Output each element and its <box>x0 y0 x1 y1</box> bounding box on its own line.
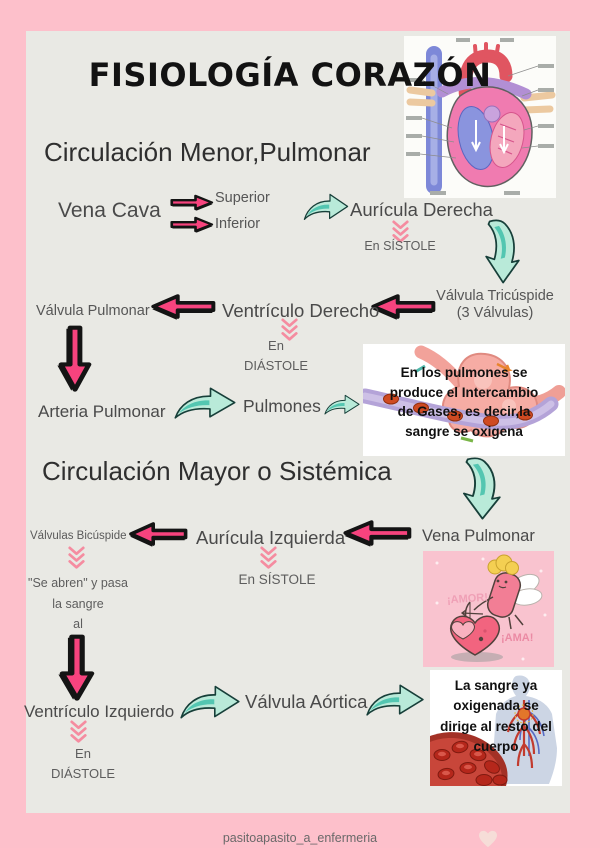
footer-heart-icon <box>479 830 497 848</box>
teal-arrow-right-icon <box>180 685 240 719</box>
pink-arrow-right-icon <box>170 216 214 235</box>
pink-chevrons-down-icon <box>70 720 87 743</box>
cupid-heart-cartoon-image <box>423 551 554 667</box>
section-heading-major: Circulación Mayor o Sistémica <box>42 456 392 486</box>
label-se-abren: "Se abren" y pasa la sangre al <box>28 576 128 632</box>
teal-arrow-right-icon <box>324 394 360 415</box>
pink-arrow-left-icon <box>370 294 436 322</box>
pink-chevrons-down-icon <box>260 546 277 569</box>
teal-arrow-down-icon <box>485 219 520 284</box>
label-en-sistole: En SÍSTOLE <box>364 239 436 253</box>
node-valvula-pulmonar: Válvula Pulmonar <box>36 303 150 319</box>
node-auricula-derecha: Aurícula Derecha <box>350 199 493 220</box>
node-pulmones: Pulmones <box>243 396 321 416</box>
page-title: FISIOLOGÍA CORAZÓN <box>88 56 492 94</box>
node-valvula-tricuspide: Válvula Tricúspide (3 Válvulas) <box>436 288 554 321</box>
footer-handle: pasitoapasito_a_enfermeria <box>222 831 378 845</box>
pink-arrow-right-icon <box>170 194 214 213</box>
label-en-diastole-2: En DIÁSTOLE <box>50 746 116 782</box>
node-valvulas-bicuspide: Válvulas Bicúspide <box>30 530 127 542</box>
node-arteria-pulmonar: Arteria Pulmonar <box>38 402 166 421</box>
pink-arrow-left-icon <box>128 522 188 549</box>
cartoon-word-ama: ¡AMA! <box>501 632 534 644</box>
node-vena-cava: Vena Cava <box>58 199 161 222</box>
node-valvula-aortica: Válvula Aórtica <box>245 691 368 712</box>
label-en-sistole-2: En SÍSTOLE <box>238 572 316 587</box>
teal-arrow-down-icon <box>462 457 501 520</box>
blood-cells-body-image <box>430 670 562 786</box>
lungs-caption: En los pulmones se produce el Intercambi… <box>389 365 539 439</box>
section-heading-minor: Circulación Menor,Pulmonar <box>44 137 371 167</box>
node-inferior: Inferior <box>215 216 261 232</box>
pink-arrow-down-icon <box>57 325 93 393</box>
node-vena-pulmonar: Vena Pulmonar <box>422 527 535 545</box>
pink-arrow-left-icon <box>150 294 216 322</box>
teal-arrow-right-icon <box>366 684 424 716</box>
pink-chevrons-down-icon <box>68 546 85 569</box>
lungs-gas-exchange-image <box>363 344 565 456</box>
pink-arrow-down-icon <box>58 634 96 702</box>
label-en-diastole: En DIÁSTOLE <box>243 338 309 374</box>
pink-arrow-left-icon <box>342 519 412 547</box>
teal-arrow-right-icon <box>174 387 236 419</box>
teal-arrow-right-icon <box>303 193 349 220</box>
node-ventriculo-izquierdo: Ventrículo Izquierdo <box>24 702 175 721</box>
node-auricula-izquierda: Aurícula Izquierda <box>196 527 346 548</box>
node-ventriculo-derecho: Ventrículo Derecho <box>222 300 380 321</box>
heart-anatomy-image <box>404 36 556 198</box>
node-superior: Superior <box>215 190 270 206</box>
body-caption: La sangre ya oxigenada se dirige al rest… <box>440 678 552 754</box>
